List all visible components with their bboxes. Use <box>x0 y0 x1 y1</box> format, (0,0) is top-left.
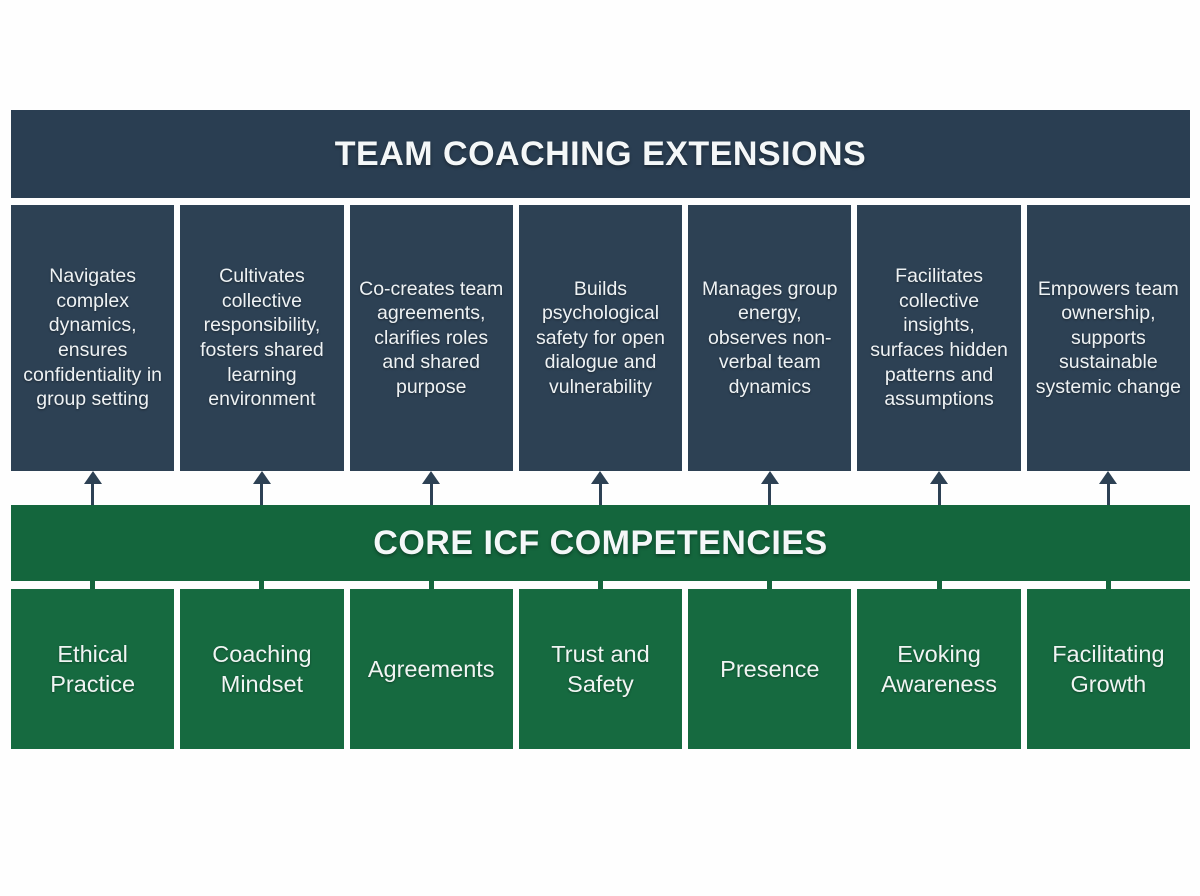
extensions-header-title: TEAM COACHING EXTENSIONS <box>334 134 867 173</box>
connector-line <box>180 581 343 589</box>
extension-box-facilitating-growth: Empowers team ownership, supports sustai… <box>1026 205 1190 471</box>
competency-box-coaching-mindset: Coaching Mindset <box>180 589 344 749</box>
competency-box-evoking-awareness: Evoking Awareness <box>857 589 1021 749</box>
connector-line <box>519 581 682 589</box>
extension-box-agreements: Co-creates team agreements, clarifies ro… <box>349 205 513 471</box>
up-arrow-icon <box>1027 471 1190 505</box>
extension-box-presence: Manages group energy, observes non-verba… <box>688 205 852 471</box>
connector-line <box>11 581 174 589</box>
competency-box-trust-and-safety: Trust and Safety <box>518 589 683 749</box>
competencies-row: Ethical Practice Coaching Mindset Agreem… <box>11 589 1190 749</box>
competency-box-presence: Presence <box>688 589 852 749</box>
connector-line <box>688 581 851 589</box>
extension-box-evoking-awareness: Facilitates collective insights, surface… <box>857 205 1021 471</box>
up-arrow-icon <box>180 471 343 505</box>
competency-box-ethical-practice: Ethical Practice <box>11 589 175 749</box>
up-arrow-icon <box>11 471 174 505</box>
extension-box-coaching-mindset: Cultivates collective responsibility, fo… <box>180 205 344 471</box>
arrow-row <box>11 471 1190 505</box>
competency-box-facilitating-growth: Facilitating Growth <box>1026 589 1190 749</box>
extensions-header-bar: TEAM COACHING EXTENSIONS <box>11 110 1190 198</box>
connector-line <box>1027 581 1190 589</box>
core-competencies-header-title: CORE ICF COMPETENCIES <box>373 523 828 562</box>
up-arrow-icon <box>688 471 851 505</box>
up-arrow-icon <box>857 471 1020 505</box>
connector-line <box>857 581 1020 589</box>
competency-box-agreements: Agreements <box>349 589 513 749</box>
connector-row <box>11 581 1190 589</box>
extensions-row: Navigates complex dynamics, ensures conf… <box>11 205 1190 471</box>
connector-line <box>350 581 513 589</box>
up-arrow-icon <box>350 471 513 505</box>
up-arrow-icon <box>519 471 682 505</box>
extension-box-trust-and-safety: Builds psychological safety for open dia… <box>518 205 683 471</box>
extension-box-ethical-practice: Navigates complex dynamics, ensures conf… <box>11 205 175 471</box>
core-competencies-header-bar: CORE ICF COMPETENCIES <box>11 505 1190 581</box>
